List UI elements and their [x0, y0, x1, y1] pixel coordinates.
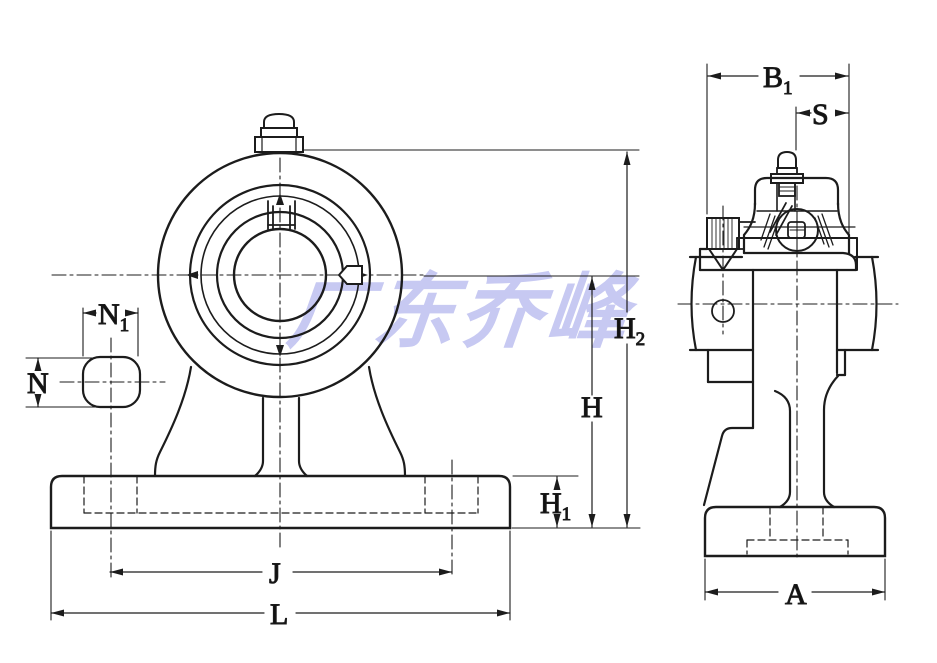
shaft-end-right	[870, 255, 878, 352]
side-base	[703, 505, 887, 558]
set-screw-side	[706, 217, 740, 271]
front-centerlines	[51, 157, 453, 579]
bore-keyway	[267, 200, 296, 230]
dim-label-h: H	[581, 391, 603, 424]
bearing-ball	[775, 208, 819, 252]
grease-fitting-front	[254, 112, 304, 153]
side-view	[677, 150, 899, 561]
pedestal-legs	[153, 365, 407, 478]
support-rib	[702, 426, 755, 507]
shaft-end-left	[690, 255, 698, 352]
dim-label-s: S	[812, 98, 829, 131]
set-screw-dimple	[711, 299, 735, 323]
set-screw-front	[337, 265, 363, 285]
front-view	[49, 112, 512, 579]
dim-label-h1: H1	[540, 487, 571, 525]
grease-fitting-hex	[254, 136, 304, 153]
dimension-lines	[37, 75, 886, 614]
column-right-edge	[822, 374, 840, 509]
dim-label-l: L	[270, 598, 288, 631]
set-screw-knurl	[711, 218, 733, 249]
front-housing	[153, 151, 407, 478]
column-left-edge	[773, 389, 792, 509]
dimension-annotations: N1 N J L H1 H H2 B1 S A	[25, 61, 886, 632]
dimension-arrowheads	[34, 72, 885, 617]
side-base-outline	[703, 505, 887, 558]
ball-center-block	[787, 221, 806, 239]
shaft	[688, 255, 880, 352]
dim-label-n1: N1	[98, 298, 129, 336]
dim-label-a: A	[785, 578, 807, 611]
seal-hatching	[760, 213, 834, 250]
cage-lines	[769, 202, 793, 236]
front-base-hidden-lines	[83, 475, 479, 514]
side-centerlines	[677, 185, 899, 561]
grease-fitting-band	[260, 127, 298, 138]
side-base-hidden-lines	[746, 506, 849, 555]
extension-lines	[25, 63, 886, 621]
bearing-section	[760, 202, 834, 252]
dim-label-b1: B1	[763, 61, 793, 99]
shaft-bore-circle	[232, 227, 328, 323]
front-base-outline	[49, 474, 512, 530]
dim-label-n: N	[27, 367, 49, 400]
front-base	[49, 474, 512, 530]
bolt-slot	[81, 355, 142, 409]
grease-fitting-dome	[263, 112, 295, 129]
dim-label-j: J	[269, 557, 281, 590]
dim-label-h2: H2	[614, 312, 645, 350]
grease-fitting-side	[770, 150, 804, 212]
side-housing-body	[702, 268, 847, 509]
